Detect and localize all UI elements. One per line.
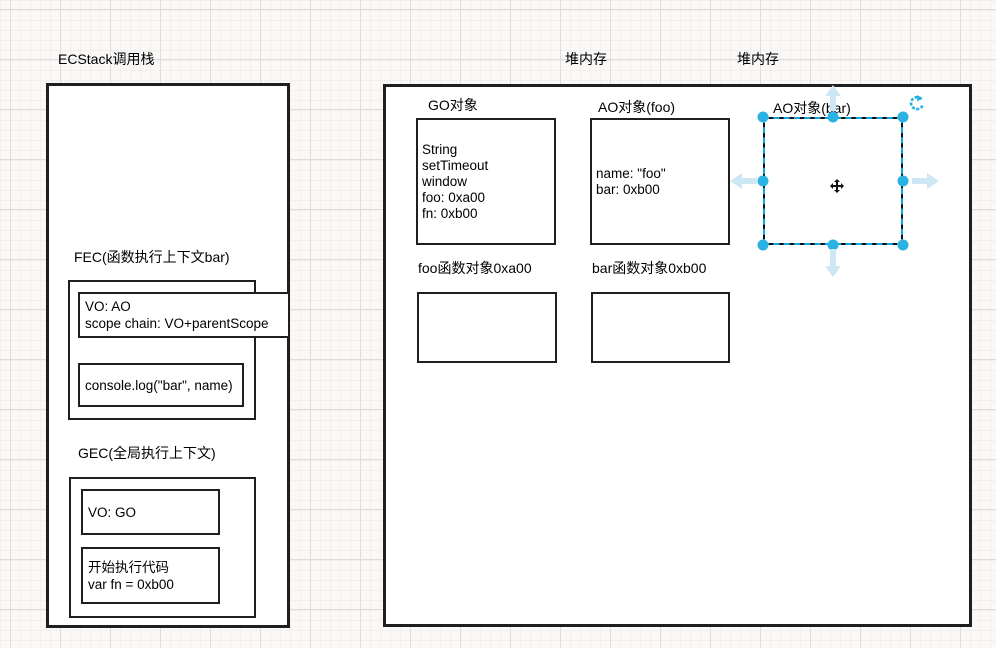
- gec-title: GEC(全局执行上下文): [78, 445, 216, 461]
- go-object-label: GO对象: [428, 97, 478, 113]
- ao-foo-line: bar: 0xb00: [596, 181, 660, 197]
- ao-foo-label: AO对象(foo): [598, 99, 676, 115]
- selection-handle-ne[interactable]: [897, 111, 909, 123]
- fec-console-line: console.log("bar", name): [85, 377, 233, 393]
- fec-vo-line: VO: AO: [85, 299, 131, 314]
- gec-code-line-1: 开始执行代码: [88, 559, 169, 575]
- heap-title-right: 堆内存: [737, 51, 779, 67]
- arrow-up-icon[interactable]: [825, 85, 841, 111]
- selection-handle-nw[interactable]: [757, 111, 769, 123]
- gec-code-line-2: var fn = 0xb00: [88, 576, 174, 592]
- fec-scope-line: scope chain: VO+parentScope: [85, 316, 269, 331]
- heap-title-left: 堆内存: [565, 51, 607, 67]
- arrow-left-icon[interactable]: [730, 173, 757, 189]
- selection-handle-w[interactable]: [757, 175, 769, 187]
- selection-handle-e[interactable]: [897, 175, 909, 187]
- selection-handle-sw[interactable]: [757, 239, 769, 251]
- ecstack-title: ECStack调用栈: [58, 51, 155, 67]
- go-line: String: [422, 141, 458, 157]
- bar-fn-box[interactable]: [591, 292, 730, 363]
- go-line: fn: 0xb00: [422, 205, 478, 221]
- foo-fn-label: foo函数对象0xa00: [418, 260, 532, 276]
- arrow-down-icon[interactable]: [825, 249, 841, 277]
- fec-vo-box[interactable]: VO: AO scope chain: VO+parentScope: [78, 292, 290, 338]
- gec-vo-box[interactable]: VO: GO: [81, 489, 220, 535]
- arrow-right-icon[interactable]: [912, 173, 939, 189]
- go-line: window: [422, 173, 468, 189]
- selection-handle-s[interactable]: [827, 239, 839, 251]
- ao-foo-box[interactable]: name: "foo" bar: 0xb00: [590, 118, 730, 245]
- selection-handle-n[interactable]: [827, 111, 839, 123]
- go-line: setTimeout: [422, 157, 489, 173]
- fec-console-box[interactable]: console.log("bar", name): [78, 363, 244, 407]
- fec-title: FEC(函数执行上下文bar): [74, 249, 230, 265]
- gec-code-box[interactable]: 开始执行代码 var fn = 0xb00: [81, 547, 220, 604]
- move-cursor-icon: [830, 179, 844, 193]
- ao-foo-line: name: "foo": [596, 165, 666, 181]
- rotate-icon[interactable]: [909, 95, 925, 111]
- foo-fn-box[interactable]: [417, 292, 557, 363]
- bar-fn-label: bar函数对象0xb00: [592, 260, 707, 276]
- gec-vo-line: VO: GO: [88, 504, 137, 520]
- selection-handle-se[interactable]: [897, 239, 909, 251]
- go-object-box[interactable]: String setTimeout window foo: 0xa00 fn: …: [416, 118, 556, 245]
- go-line: foo: 0xa00: [422, 189, 486, 205]
